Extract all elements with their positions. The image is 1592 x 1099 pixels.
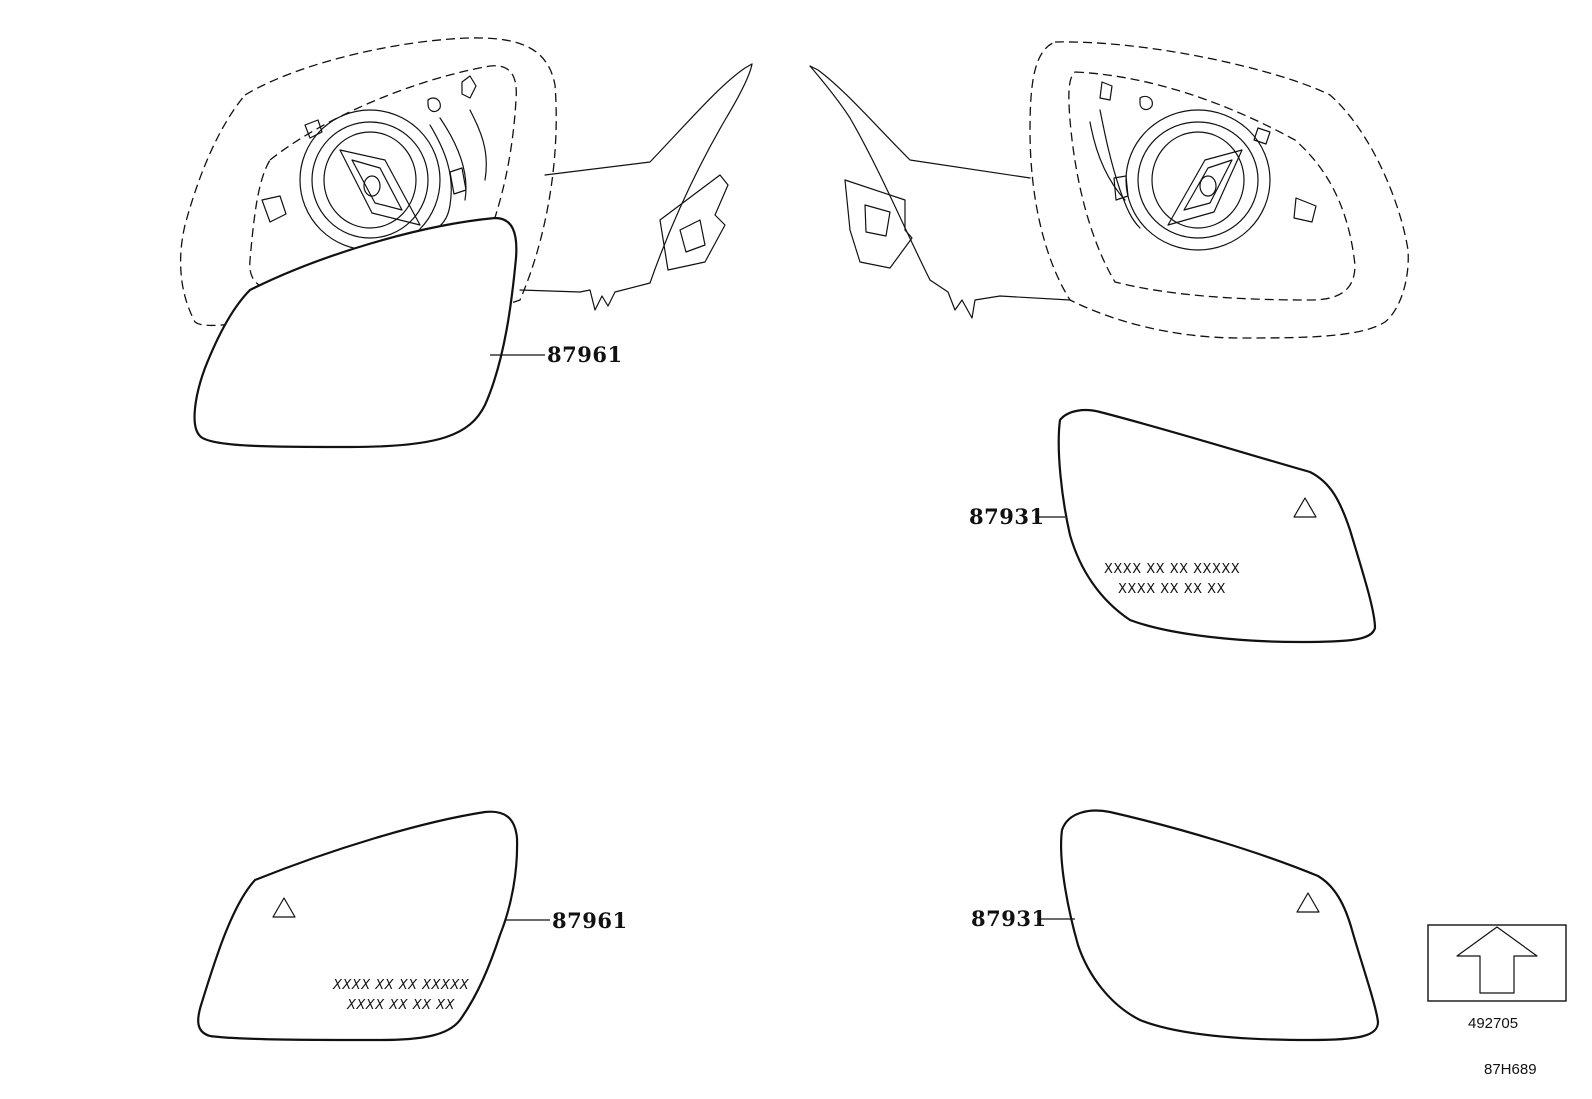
callout-87931-mid: 87931 [969,504,1045,529]
diagram-code: 87H689 [1484,1061,1537,1078]
mirror-glass-top-left: 87961 [193,216,623,449]
glass-marking-line1: XXXX XX XX XXXXX [332,978,470,993]
reference-box: 492705 [1427,924,1567,1032]
callout-87961-bottom: 87961 [552,908,628,933]
glass-marking-line1: XXXX XX XX XXXXX [1104,562,1240,577]
reference-code: 492705 [1468,1015,1518,1032]
callout-87961-top: 87961 [547,342,623,367]
mirror-glass-right-mid: XXXX XX XX XXXXX XXXX XX XX XX 87931 [969,409,1377,644]
warning-triangle-icon [1293,497,1317,518]
warning-triangle-icon [272,897,296,918]
up-arrow-icon [1456,926,1538,994]
right-mirror-assembly [809,41,1409,339]
glass-marking-line2: XXXX XX XX XX [1118,582,1226,597]
warning-triangle-icon [1296,892,1320,913]
mirror-glass-bottom-left: XXXX XX XX XXXXX XXXX XX XX XX 87961 [197,810,628,1042]
mirror-glass-bottom-right: 87931 [971,809,1380,1042]
glass-marking-line2: XXXX XX XX XX [346,998,456,1013]
callout-87931-bottom: 87931 [971,906,1047,931]
